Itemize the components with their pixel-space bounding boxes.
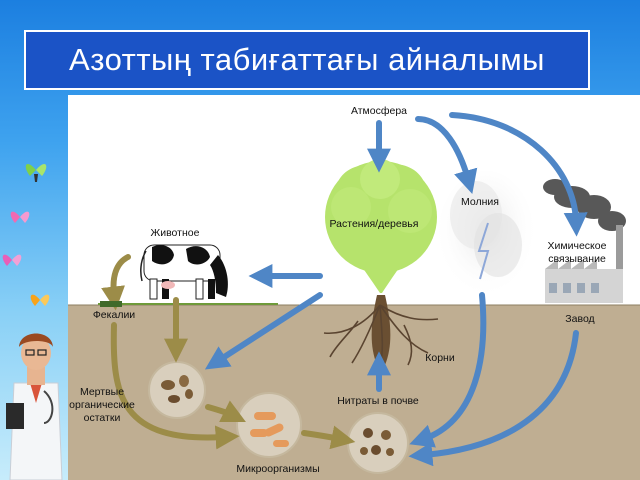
arrow-atmosphere-to-chemical xyxy=(449,112,588,237)
arrow-soil-to-remains xyxy=(204,292,323,370)
label-microorganisms: Микроорганизмы xyxy=(236,463,319,475)
cow-icon xyxy=(140,244,228,300)
butterfly-pink-icon xyxy=(10,211,30,223)
arrow-lightning-to-nitrates xyxy=(409,292,487,448)
feces-icon xyxy=(100,301,122,307)
nitrates-circle xyxy=(347,412,409,474)
arrow-remains-to-microorganisms xyxy=(205,400,246,422)
label-dead-line1: Мертвые xyxy=(80,386,124,398)
microorganisms-circle xyxy=(236,392,302,458)
label-lightning: Молния xyxy=(461,196,499,208)
label-atmosphere: Атмосфера xyxy=(351,105,407,117)
doctor-figure-icon xyxy=(6,333,63,480)
slide-title: Азоттың табиғаттағы айналымы xyxy=(69,42,545,77)
tree-icon xyxy=(325,159,437,365)
label-dead-line3: остатки xyxy=(84,412,121,424)
butterfly-orange-icon xyxy=(30,294,50,306)
dead-remains-circle xyxy=(148,361,206,419)
label-roots: Корни xyxy=(425,352,455,364)
butterfly-pink-icon xyxy=(2,254,22,266)
arrow-factory-to-nitrates xyxy=(408,330,579,467)
label-chemical-line2: связывание xyxy=(548,253,606,265)
label-feces: Фекалии xyxy=(93,309,135,321)
lightning-bolt-icon xyxy=(477,222,490,280)
slide-title-bar: Азоттың табиғаттағы айналымы xyxy=(24,30,590,90)
label-dead-line2: органические xyxy=(69,399,135,411)
arrow-microorganisms-to-nitrates xyxy=(301,425,356,450)
arrow-feces-to-microorganisms xyxy=(110,322,240,450)
storm-cloud-icon xyxy=(438,171,534,299)
arrow-animal-to-feces xyxy=(101,254,131,311)
butterfly-green-icon xyxy=(25,163,47,182)
nitrogen-cycle-diagram: Атмосфера Молния Растения/деревья Животн… xyxy=(68,95,640,480)
label-plants: Растения/деревья xyxy=(330,218,419,230)
arrow-atmosphere-to-lightning xyxy=(415,116,478,194)
factory-icon xyxy=(545,225,623,303)
label-chemical-line1: Химическое xyxy=(548,240,607,252)
label-factory: Завод xyxy=(565,313,594,325)
left-decoration xyxy=(2,163,63,480)
label-animal: Животное xyxy=(151,227,200,239)
label-nitrates: Нитраты в почве xyxy=(337,395,419,407)
roots-icon xyxy=(323,304,439,366)
